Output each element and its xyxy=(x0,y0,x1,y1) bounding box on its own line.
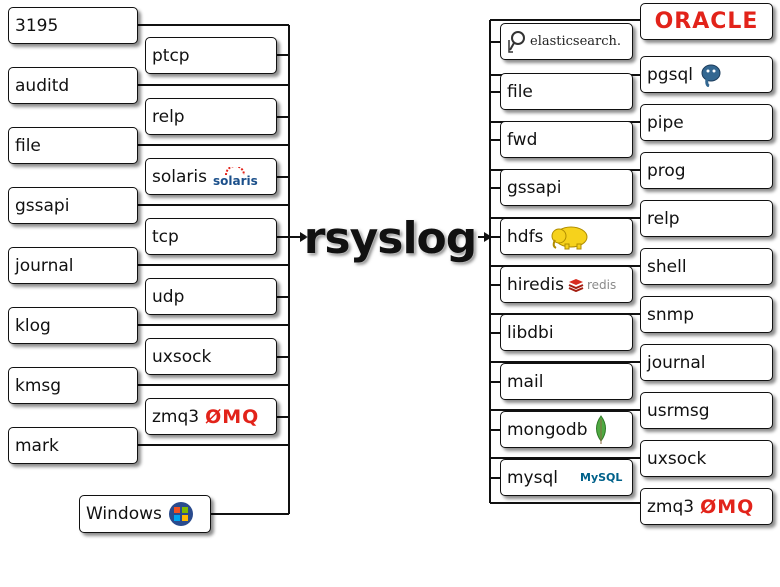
output-shell: shell xyxy=(640,248,773,285)
output-mail: mail xyxy=(500,363,633,400)
input-label: mark xyxy=(15,435,59,456)
output-hiredis: hiredis redis xyxy=(500,266,633,303)
output-label: shell xyxy=(647,256,687,277)
output-pgsql: pgsql xyxy=(640,56,773,93)
output-label: prog xyxy=(647,160,686,181)
output-label: snmp xyxy=(647,304,694,325)
input-solaris: solaris solaris xyxy=(145,158,277,195)
input-uxsock: uxsock xyxy=(145,338,277,375)
input-label: ptcp xyxy=(152,45,190,66)
input-kmsg: kmsg xyxy=(8,367,138,404)
output-libdbi: libdbi xyxy=(500,314,633,351)
output-label: journal xyxy=(647,352,706,373)
input-label: uxsock xyxy=(152,346,212,367)
output-uxsock: uxsock xyxy=(640,440,773,477)
input-label: journal xyxy=(15,255,74,276)
mongodb-leaf-icon xyxy=(594,414,608,445)
windows-logo-icon xyxy=(168,501,194,527)
input-klog: klog xyxy=(8,307,138,344)
output-label: fwd xyxy=(507,129,538,150)
input-zmq3: zmq3 ØMQ xyxy=(145,398,277,435)
input-relp: relp xyxy=(145,98,277,135)
hadoop-elephant-icon xyxy=(549,224,591,250)
output-prog: prog xyxy=(640,152,773,189)
output-label: mail xyxy=(507,371,544,392)
output-label: zmq3 xyxy=(647,496,695,517)
elasticsearch-logo-icon xyxy=(507,30,527,54)
input-label: klog xyxy=(15,315,51,336)
input-label: Windows xyxy=(86,504,162,524)
output-label: usrmsg xyxy=(647,400,710,421)
input-journal: journal xyxy=(8,247,138,284)
output-label: uxsock xyxy=(647,448,707,469)
input-label: relp xyxy=(152,106,185,127)
output-mongodb: mongodb xyxy=(500,411,633,448)
solaris-logo-icon: solaris xyxy=(212,166,258,188)
output-label: pipe xyxy=(647,112,684,133)
zeromq-logo-text: ØMQ xyxy=(205,405,260,428)
solaris-logo-text: solaris xyxy=(212,173,258,188)
mysql-logo-text: MySQL xyxy=(580,471,623,484)
output-label: relp xyxy=(647,208,680,229)
output-fwd: fwd xyxy=(500,121,633,158)
input-label: auditd xyxy=(15,75,70,96)
input-label: kmsg xyxy=(15,375,62,396)
output-relp: relp xyxy=(640,200,773,237)
output-label: mongodb xyxy=(507,419,588,440)
input-ptcp: ptcp xyxy=(145,37,277,74)
output-label: pgsql xyxy=(647,64,693,85)
oracle-logo-text: ORACLE xyxy=(654,9,759,34)
output-oracle: ORACLE xyxy=(640,3,773,40)
output-pipe: pipe xyxy=(640,104,773,141)
input-file: file xyxy=(8,127,138,164)
input-label: zmq3 xyxy=(152,406,200,427)
input-gssapi: gssapi xyxy=(8,187,138,224)
output-file: file xyxy=(500,73,633,110)
input-label: udp xyxy=(152,286,185,307)
input-3195: 3195 xyxy=(8,7,138,44)
input-label: gssapi xyxy=(15,195,70,216)
output-label: libdbi xyxy=(507,322,554,343)
input-label: tcp xyxy=(152,226,179,247)
output-usrmsg: usrmsg xyxy=(640,392,773,429)
redis-logo-text: redis xyxy=(586,277,617,292)
output-hdfs: hdfs xyxy=(500,218,633,255)
zeromq-logo-text: ØMQ xyxy=(700,495,755,518)
input-label: solaris xyxy=(152,166,207,187)
input-label: file xyxy=(15,135,41,156)
output-mysql: mysql MySQL xyxy=(500,459,633,496)
output-label: gssapi xyxy=(507,177,562,198)
output-elasticsearch: elasticsearch. xyxy=(500,23,633,60)
output-journal: journal xyxy=(640,344,773,381)
elasticsearch-logo-text: elasticsearch. xyxy=(530,34,622,49)
output-gssapi: gssapi xyxy=(500,169,633,206)
postgresql-elephant-icon xyxy=(699,63,723,87)
output-label: hdfs xyxy=(507,226,544,247)
output-label: hiredis xyxy=(507,274,564,295)
output-label: mysql xyxy=(507,467,558,488)
output-snmp: snmp xyxy=(640,296,773,333)
output-zmq3: zmq3 ØMQ xyxy=(640,488,773,525)
input-mark: mark xyxy=(8,427,138,464)
output-label: file xyxy=(507,81,533,102)
rsyslog-title: rsyslog xyxy=(303,212,478,264)
input-tcp: tcp xyxy=(145,218,277,255)
input-auditd: auditd xyxy=(8,67,138,104)
input-label: 3195 xyxy=(15,15,59,36)
redis-logo-icon xyxy=(568,278,584,292)
input-udp: udp xyxy=(145,278,277,315)
input-windows: Windows xyxy=(79,495,211,533)
